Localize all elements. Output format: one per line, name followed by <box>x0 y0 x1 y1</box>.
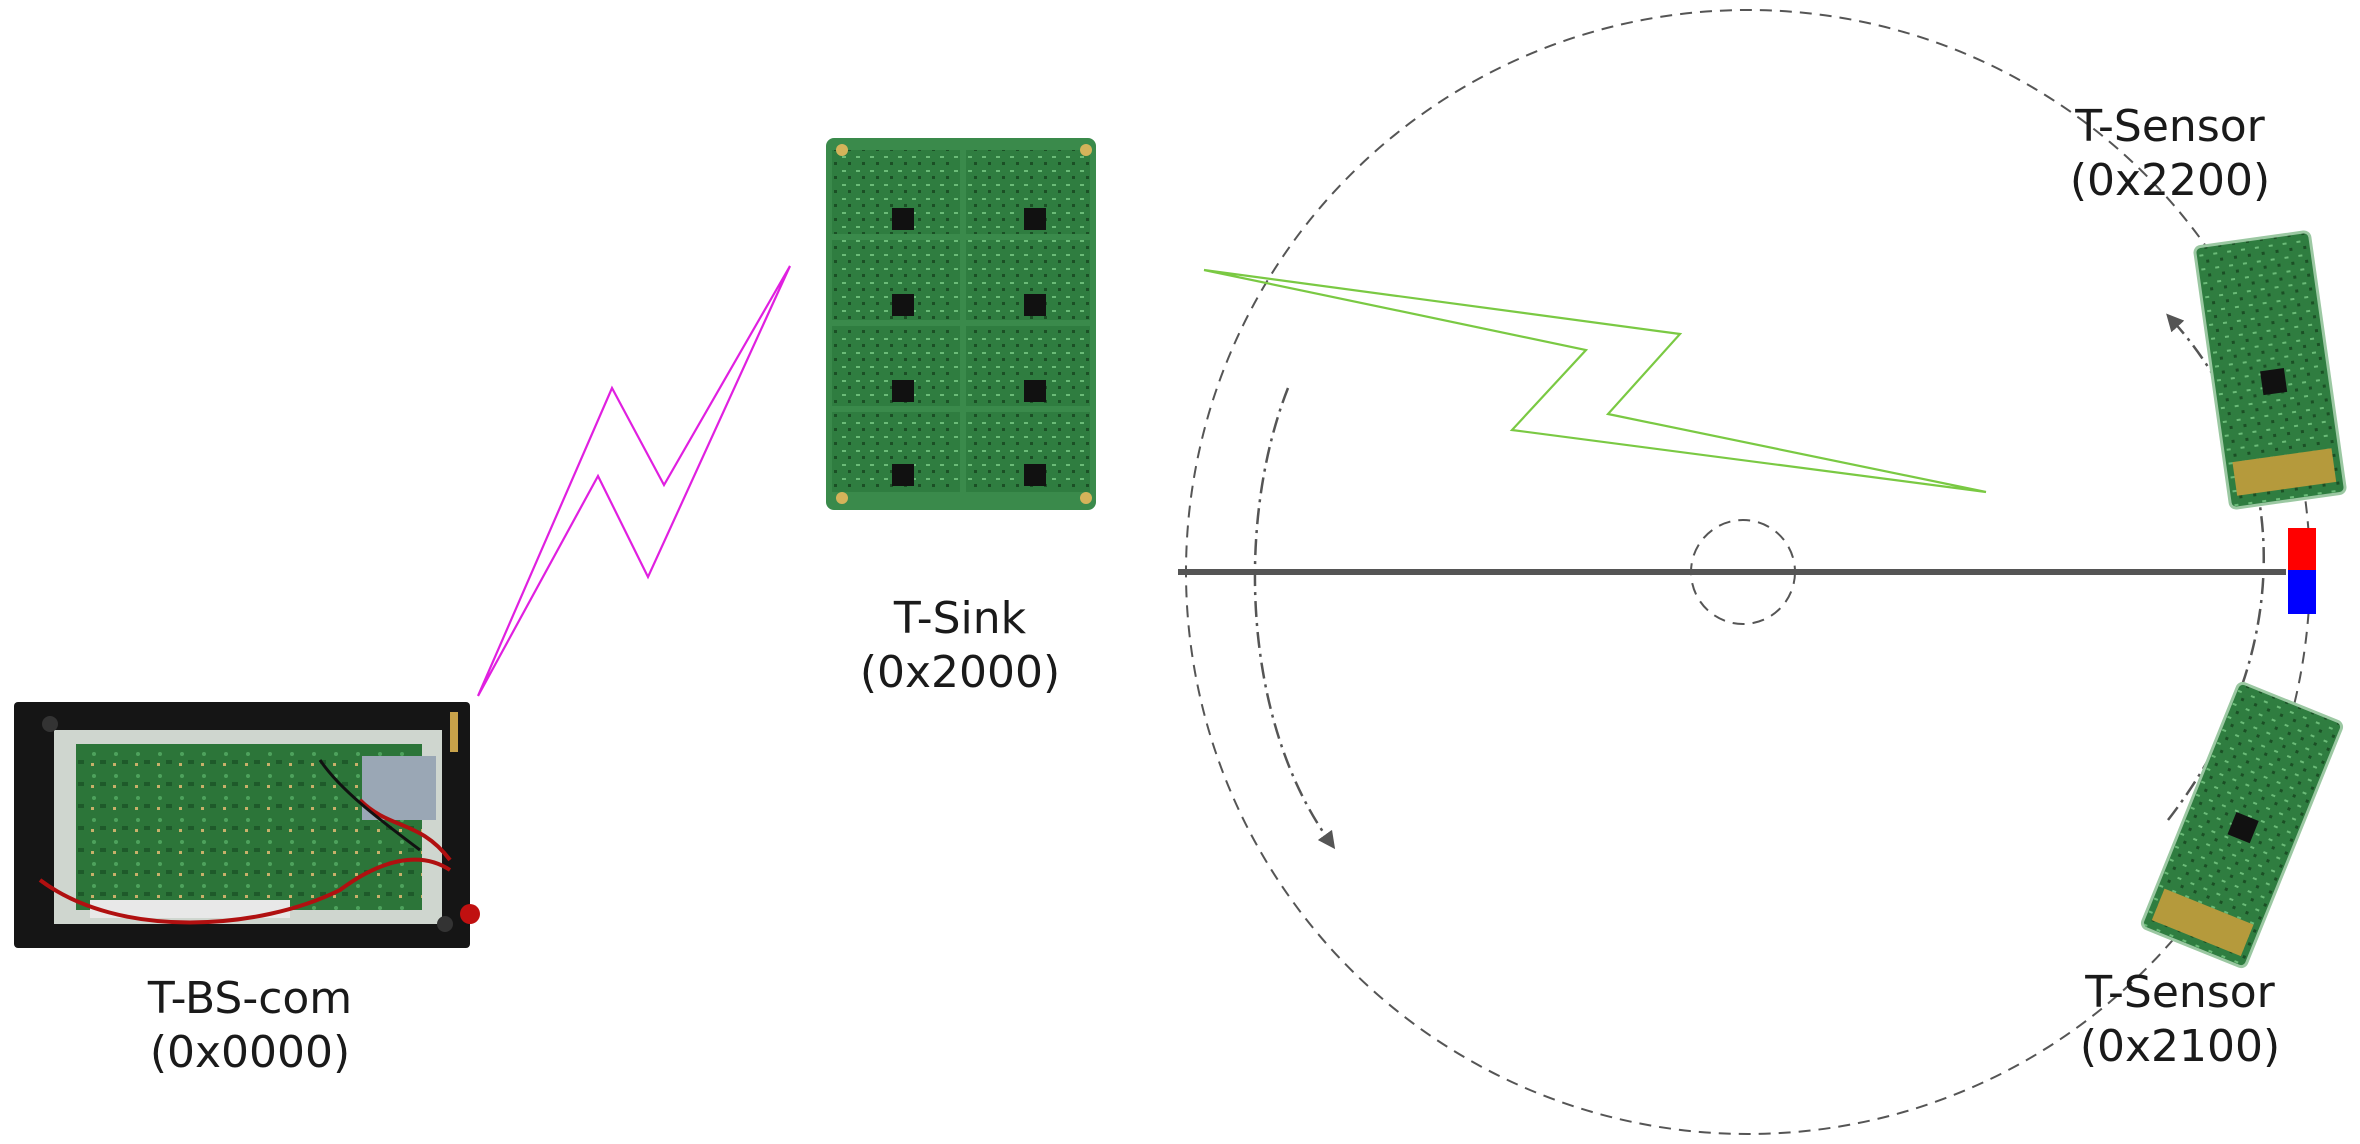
wireless-link-sink-sensor <box>1203 268 1987 494</box>
pcb-enclosure-icon <box>14 702 480 948</box>
rotation-arrow-left <box>1253 387 1336 850</box>
sink-name: T-Sink <box>893 593 1027 644</box>
base-station-name: T-BS-com <box>147 973 353 1024</box>
wireless-link-bs-sink <box>476 265 792 697</box>
magnet-south <box>2288 570 2316 614</box>
base-station-label: T-BS-com (0x0000) <box>90 972 410 1080</box>
multi-board-pcb-icon <box>826 138 1096 510</box>
sink-address: (0x2000) <box>859 647 1061 698</box>
sensor-bottom-address: (0x2100) <box>2079 1021 2281 1072</box>
sensor-bottom-label: T-Sensor (0x2100) <box>2030 966 2330 1074</box>
base-station-address: (0x0000) <box>149 1027 351 1078</box>
sensor-board-icon <box>2193 230 2347 510</box>
sink-label: T-Sink (0x2000) <box>800 592 1120 700</box>
sensor-bottom-name: T-Sensor <box>2085 967 2275 1018</box>
sensor-top-address: (0x2200) <box>2069 155 2271 206</box>
magnet-north <box>2288 528 2316 570</box>
sensor-top-label: T-Sensor (0x2200) <box>2020 100 2320 208</box>
sensor-top-name: T-Sensor <box>2075 101 2265 152</box>
sensor-board-icon <box>2140 681 2344 969</box>
